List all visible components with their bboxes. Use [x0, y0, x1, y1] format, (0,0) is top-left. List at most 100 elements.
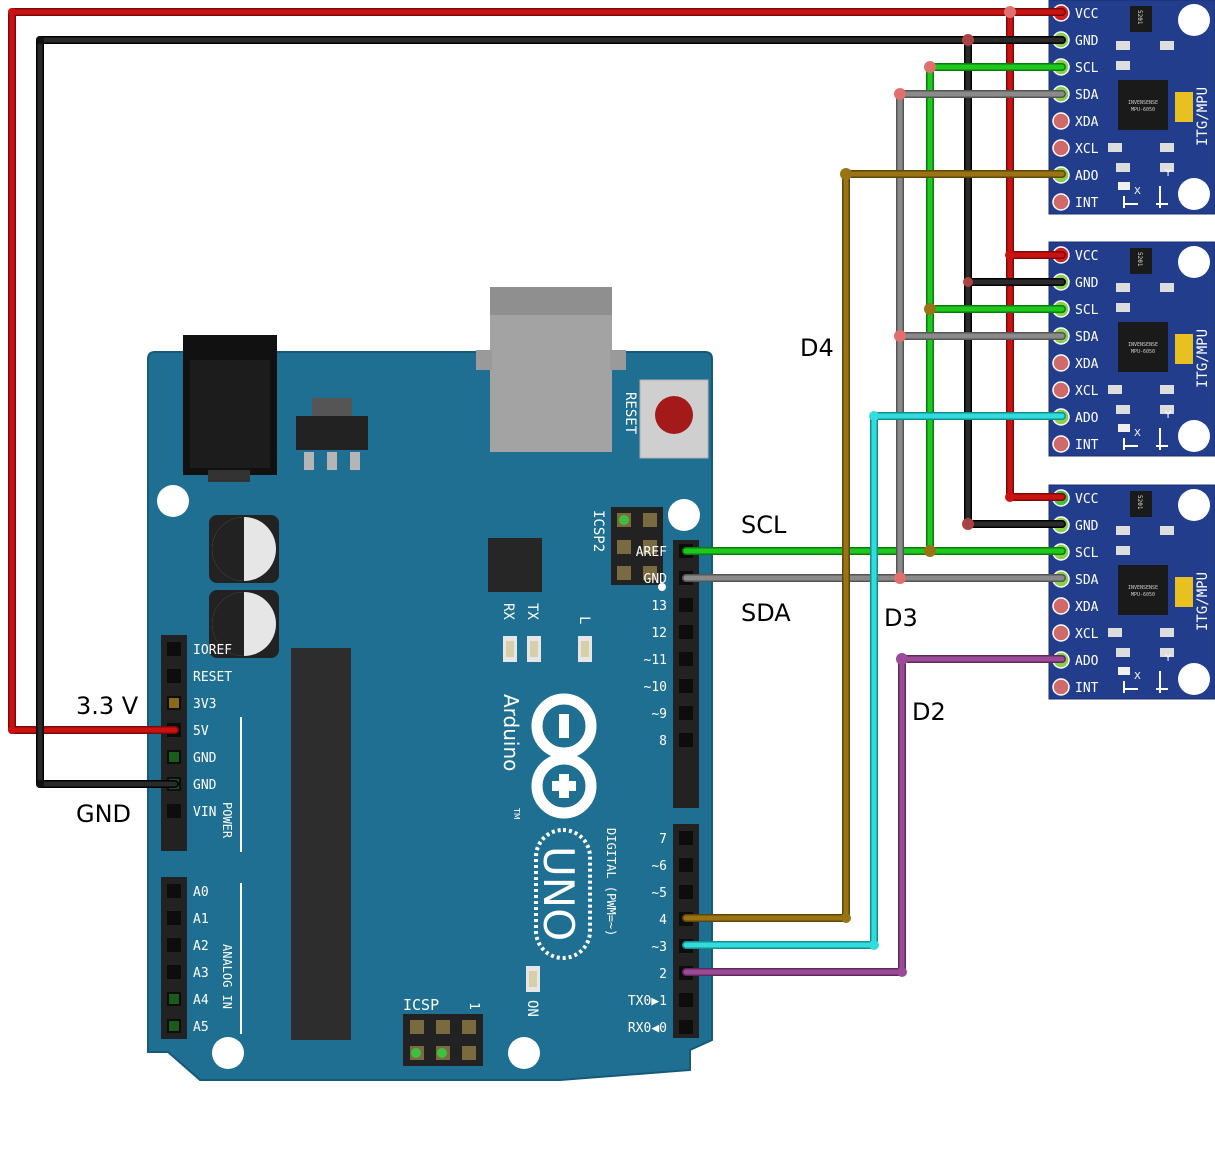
digital-pin-label: 4: [659, 913, 667, 928]
axis-x-icon: [1123, 196, 1138, 208]
tantalum-capacitor: [1175, 92, 1193, 122]
module-pin-label: XCL: [1075, 142, 1099, 157]
mounting-hole: [508, 1037, 540, 1069]
power-pin-label: GND: [193, 751, 217, 766]
resistor: [1108, 628, 1122, 637]
module-pin[interactable]: INT: [1052, 193, 1099, 211]
module-pin-label: VCC: [1075, 249, 1098, 264]
uno-label: UNO: [534, 846, 583, 941]
module-pin-label: SDA: [1075, 330, 1099, 345]
axis-x-label: X: [1134, 671, 1141, 682]
on-label: ON: [524, 1000, 540, 1017]
module-pin[interactable]: INT: [1052, 678, 1099, 696]
analog-in-label: ANALOG IN: [220, 944, 234, 1009]
board-outline: [147, 351, 713, 1081]
digital-pin[interactable]: [679, 598, 693, 612]
axis-y-icon: [1156, 428, 1168, 450]
module-pin-label: VCC: [1075, 7, 1098, 22]
regulator-label: 5201: [1136, 252, 1143, 267]
analog-header: [161, 877, 187, 1039]
resistor: [1108, 143, 1122, 152]
module-pin[interactable]: XCL: [1052, 139, 1099, 157]
resistor: [1116, 163, 1130, 172]
digital-pin[interactable]: [679, 858, 693, 872]
module-pin-label: INT: [1075, 196, 1099, 211]
power-led: [1118, 424, 1130, 432]
chip-model-label: MPU-6050: [1131, 107, 1155, 113]
power-pin[interactable]: [167, 669, 181, 683]
power-led: [1118, 667, 1130, 675]
resistor: [1160, 163, 1174, 172]
power-pin-label: VIN: [193, 805, 216, 820]
module-pin-label: ADO: [1075, 169, 1099, 184]
power-pin[interactable]: [167, 750, 181, 764]
power-pin[interactable]: [167, 696, 181, 710]
digital-pin-label: ~6: [651, 859, 667, 874]
module-pin-label: INT: [1075, 438, 1099, 453]
rx-label: RX: [500, 603, 516, 620]
resistor: [1116, 303, 1130, 312]
module-pin[interactable]: XDA: [1052, 112, 1099, 130]
analog-pin[interactable]: [167, 884, 181, 898]
mpu-chip: [1118, 80, 1168, 130]
module-pin-label: GND: [1075, 276, 1099, 291]
digital-pin[interactable]: [679, 1020, 693, 1034]
digital-pin-label: 8: [659, 734, 667, 749]
wire-d2: [682, 655, 1066, 976]
regulator-label: 5201: [1136, 10, 1143, 25]
chip-brand-label: INVENSENSE: [1128, 342, 1158, 348]
module-pin-label: SCL: [1075, 303, 1099, 318]
power-pin[interactable]: [167, 642, 181, 656]
resistor: [1160, 648, 1174, 657]
analog-pin[interactable]: [167, 992, 181, 1006]
analog-pin-label: A1: [193, 912, 209, 927]
wire-d3: [682, 412, 1066, 949]
mpu-chip: [1118, 322, 1168, 372]
analog-pin[interactable]: [167, 911, 181, 925]
module-pin-label: SCL: [1075, 546, 1099, 561]
digital-pin[interactable]: [679, 652, 693, 666]
digital-pin[interactable]: [679, 625, 693, 639]
analog-pin[interactable]: [167, 965, 181, 979]
module-pin[interactable]: XDA: [1052, 597, 1099, 615]
module-pin[interactable]: INT: [1052, 435, 1099, 453]
axis-x-icon: [1123, 681, 1138, 693]
module-pin[interactable]: XDA: [1052, 354, 1099, 372]
power-pin-label: GND: [193, 778, 217, 793]
resistor: [1108, 385, 1122, 394]
digital-pin[interactable]: [679, 679, 693, 693]
analog-pin[interactable]: [167, 1019, 181, 1033]
digital-pin[interactable]: [679, 885, 693, 899]
digital-pin[interactable]: [679, 733, 693, 747]
module-pin[interactable]: XCL: [1052, 624, 1099, 642]
mounting-hole: [1178, 663, 1210, 695]
tx-led: [527, 636, 541, 662]
digital-pin-label: 12: [651, 626, 667, 641]
power-pin[interactable]: [167, 804, 181, 818]
digital-pin-label: 2: [659, 967, 667, 982]
module-pin-label: ADO: [1075, 654, 1099, 669]
module-pin[interactable]: XCL: [1052, 381, 1099, 399]
power-header: [161, 635, 187, 851]
rx-led: [503, 636, 517, 662]
icsp-pin1-label: 1: [466, 1002, 481, 1010]
reset-button[interactable]: [639, 379, 709, 459]
digital-pin[interactable]: [679, 831, 693, 845]
digital-pin[interactable]: [679, 993, 693, 1007]
module-pin-label: GND: [1075, 34, 1099, 49]
tantalum-capacitor: [1175, 577, 1193, 607]
regulator-chip: [1130, 6, 1152, 32]
digital-label: DIGITAL (PWM=~): [604, 828, 618, 936]
chip-brand-label: INVENSENSE: [1128, 100, 1158, 106]
wire-junctions: [8, 6, 1016, 977]
mounting-hole: [212, 1037, 244, 1069]
analog-pin-label: A3: [193, 966, 209, 981]
axis-y-label: Y: [1164, 168, 1172, 179]
axis-y-icon: [1156, 186, 1168, 208]
mounting-hole: [1178, 420, 1210, 452]
mounting-hole: [1178, 246, 1210, 278]
analog-pin[interactable]: [167, 938, 181, 952]
digital-pin[interactable]: [679, 706, 693, 720]
axis-x-icon: [1123, 438, 1138, 450]
analog-pin-label: A4: [193, 993, 209, 1008]
